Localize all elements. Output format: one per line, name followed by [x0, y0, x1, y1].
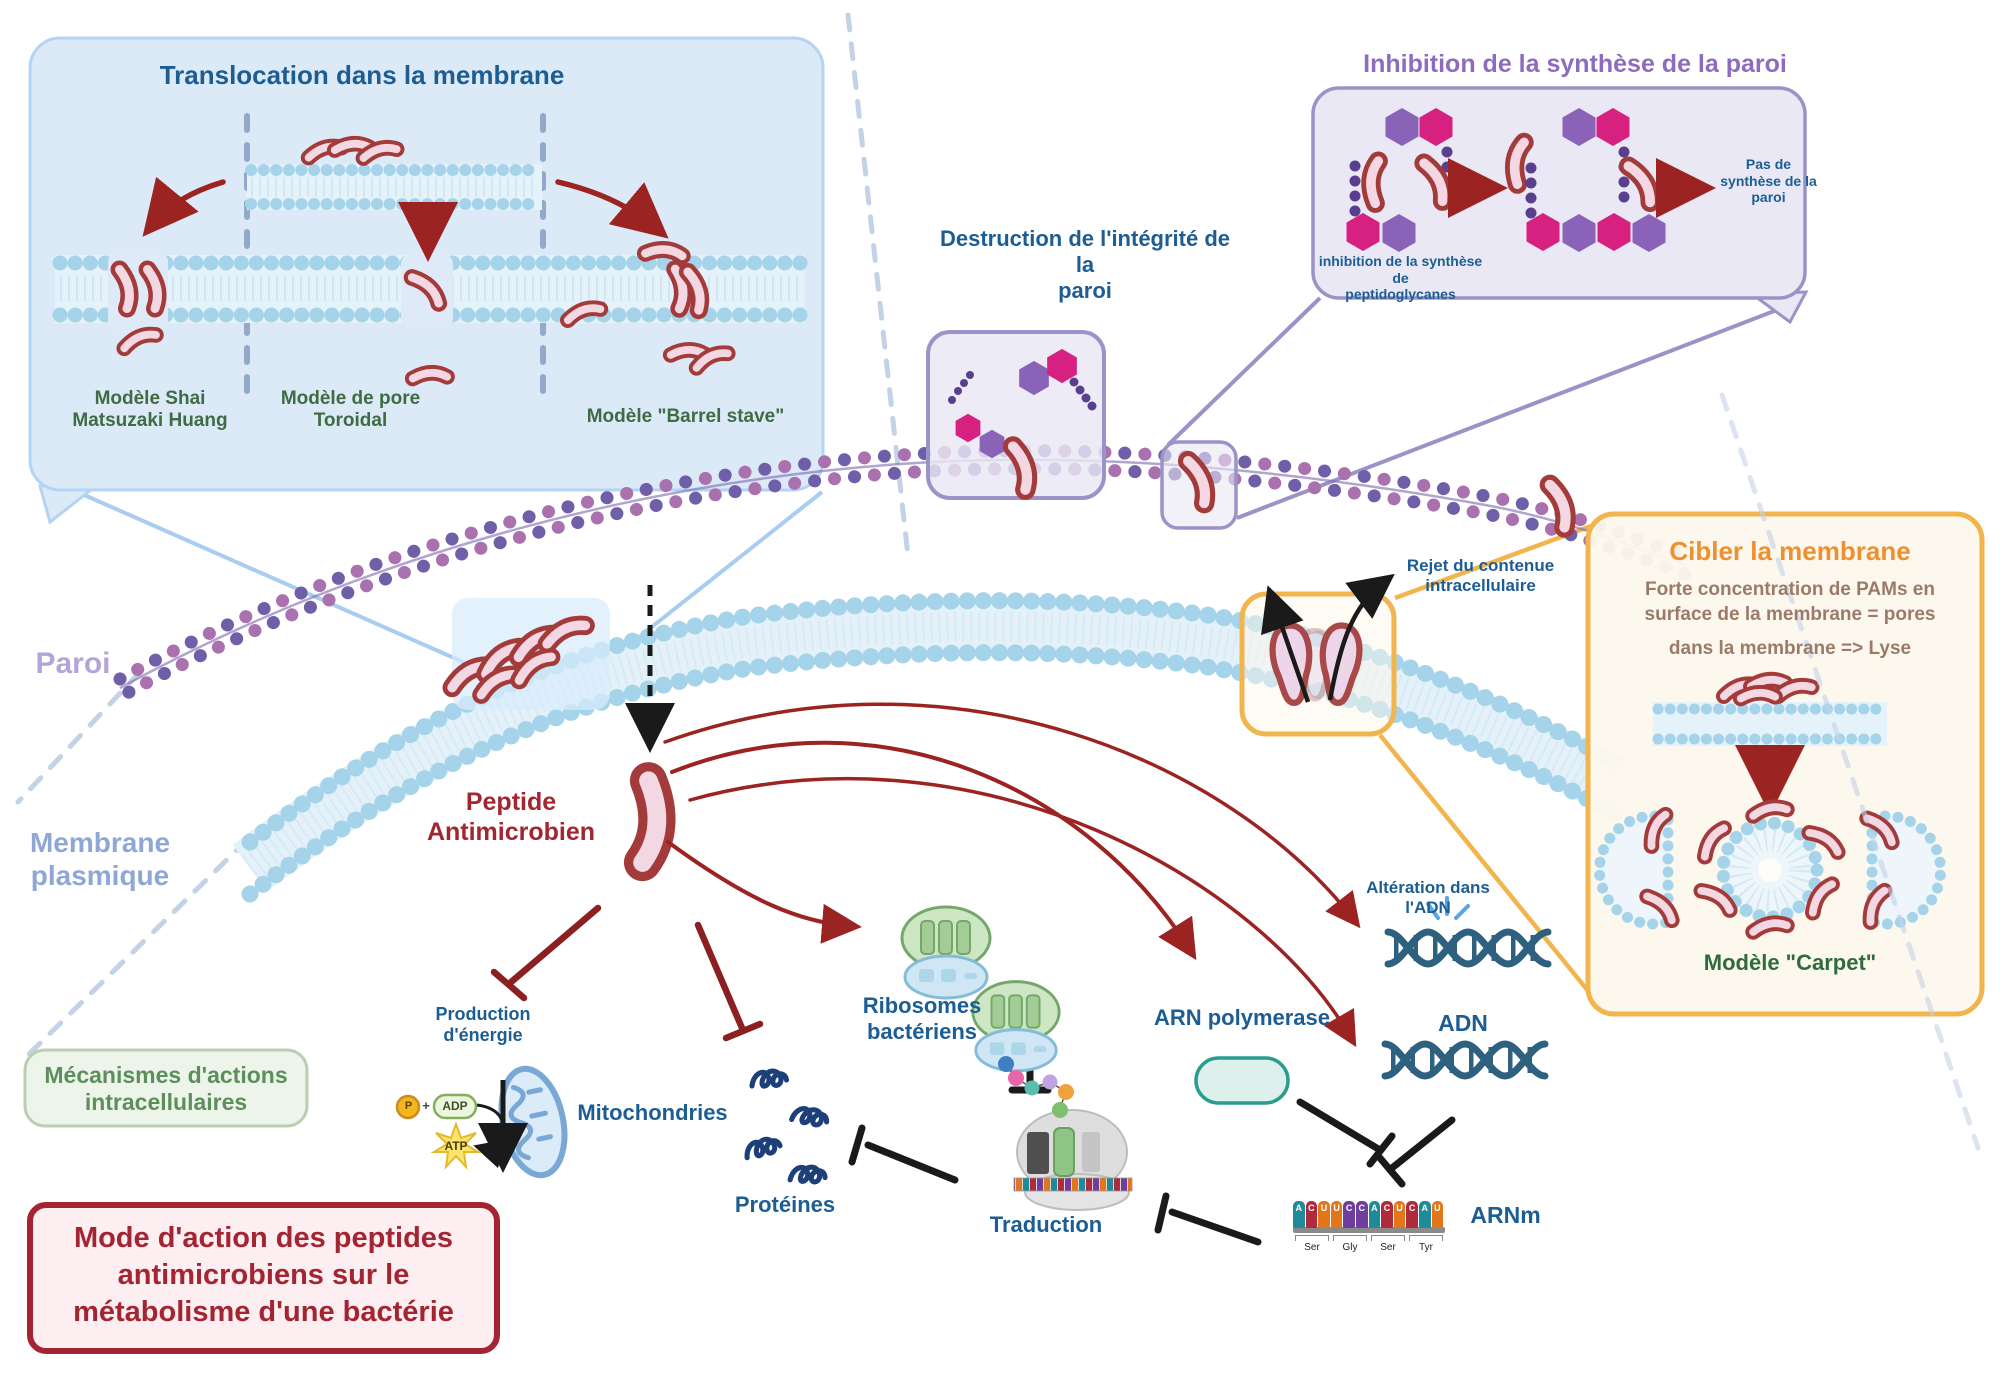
- model-barrel-label: Modèle "Barrel stave": [586, 406, 785, 427]
- mitochondria-icon: [395, 1065, 568, 1179]
- red-inhibition-bars: [490, 904, 764, 1042]
- membrane-plasmique-label: Membrane plasmique: [29, 827, 171, 892]
- ribosomes-label: Ribosomes bactériens: [862, 993, 982, 1044]
- destruction-box: [926, 330, 1106, 498]
- arn-polymerase-icon: [1194, 1056, 1290, 1105]
- arn-polymerase-label: ARN polymerase: [1153, 1005, 1331, 1030]
- codon-label: Tyr: [1409, 1235, 1443, 1253]
- model-shai-label: Modèle Shai Matsuzaki Huang: [72, 388, 228, 432]
- footer-box-frame: [27, 1202, 500, 1354]
- arnm-base: C: [1406, 1201, 1418, 1228]
- protein-icons: [745, 1071, 829, 1183]
- plus-label: +: [422, 1098, 430, 1113]
- arnm-base: C: [1343, 1201, 1355, 1228]
- arnm-base: A: [1418, 1201, 1431, 1228]
- wall-crossing-box: [1160, 440, 1567, 529]
- arnm-base: A: [1293, 1201, 1305, 1228]
- cibler-box: [1585, 511, 1985, 1017]
- model-toroidal-label: Modèle de pore Toroidal: [280, 388, 421, 432]
- paroi-label: Paroi: [35, 647, 111, 680]
- codon-label: Gly: [1333, 1235, 1367, 1253]
- adp-label: ADP: [442, 1099, 468, 1113]
- footer-title: Mode d'action des peptides antimicrobien…: [73, 1222, 454, 1329]
- arnm-base: C: [1305, 1201, 1318, 1228]
- adn-label: ADN: [1438, 1010, 1488, 1036]
- peptidoglycan-caption: inhibition de la synthèse de peptidoglyc…: [1318, 253, 1483, 303]
- arnm-base: U: [1330, 1201, 1343, 1228]
- inhibition-title: Inhibition de la synthèse de la paroi: [1363, 50, 1787, 78]
- codon-label: Ser: [1295, 1235, 1329, 1253]
- p-label: P: [404, 1100, 413, 1112]
- atp-label: ATP: [444, 1139, 468, 1153]
- mecanismes-label: Mécanismes d'actions intracellulaires: [44, 1062, 288, 1116]
- main-peptide: [628, 781, 669, 864]
- dna-sparks-icon: [1426, 896, 1470, 920]
- mitochondries-label: Mitochondries: [577, 1100, 728, 1125]
- codon-label: Ser: [1371, 1235, 1405, 1253]
- arnm-base: U: [1393, 1201, 1406, 1228]
- arnm-base: U: [1431, 1201, 1444, 1228]
- atp-star-icon: [430, 1121, 482, 1171]
- phosphate-icon: [395, 1094, 421, 1120]
- arnm-backbone-bar: [1293, 1227, 1445, 1233]
- arnm-base: C: [1355, 1201, 1368, 1228]
- pore-box: [1239, 573, 1397, 737]
- proteines-label: Protéines: [734, 1192, 836, 1217]
- mecanismes-box-frame: [23, 1048, 309, 1128]
- peptide-antimicrobien-label: Peptide Antimicrobien: [426, 788, 596, 846]
- rejet-label: Rejet du contenue intracellulaire: [1406, 556, 1555, 596]
- traduction-icon: [998, 1056, 1133, 1211]
- dna-icon: [1385, 1044, 1545, 1076]
- red-action-arrows: [663, 702, 1361, 1048]
- traduction-label: Traduction: [989, 1212, 1103, 1237]
- construction-dashed-lines: [15, 12, 911, 1061]
- arnm-base: U: [1318, 1201, 1330, 1228]
- no-synthesis-caption: Pas de synthèse de la paroi: [1720, 156, 1817, 206]
- destruction-title: Destruction de l'intégrité de la paroi: [939, 226, 1231, 303]
- model-carpet-label: Modèle "Carpet": [1703, 950, 1877, 975]
- construction-dashed-right: [1719, 392, 1981, 1151]
- adp-icon: [432, 1093, 478, 1120]
- cibler-title: Cibler la membrane: [1669, 536, 1911, 566]
- production-energie-label: Production d'énergie: [435, 1004, 531, 1046]
- cibler-subtitle-1: Forte concentration de PAMs en surface d…: [1644, 579, 1936, 625]
- dna-damaged-icon: [1388, 932, 1548, 964]
- ribosome-icons: [900, 905, 1061, 1073]
- cibler-subtitle-2: dans la membrane => Lyse: [1668, 638, 1912, 659]
- translocation-title: Translocation dans la membrane: [159, 60, 565, 90]
- arnm-base: C: [1381, 1201, 1393, 1228]
- arnm-label: ARNm: [1470, 1202, 1541, 1228]
- inhibition-box: [1311, 86, 1809, 325]
- alteration-adn-label: Altération dans l'ADN: [1366, 878, 1490, 918]
- translocation-box: [28, 36, 825, 525]
- arnm-base: A: [1368, 1201, 1381, 1228]
